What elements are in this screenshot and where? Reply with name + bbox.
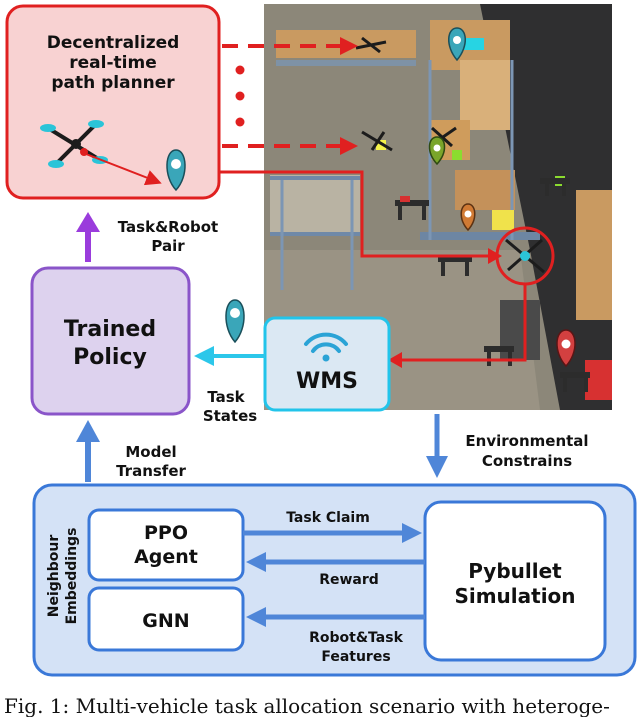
wifi-icon — [304, 332, 348, 362]
pybullet-label-line1: Pybullet — [468, 559, 562, 583]
location-pin-icon — [225, 299, 245, 344]
path-planner-label-line1: Decentralized — [47, 33, 180, 53]
pybullet-simulation-box — [423, 500, 607, 662]
task-states-line1: Task — [207, 388, 245, 406]
drone-to-wms-arrow — [400, 284, 527, 362]
planner-path-arrow — [85, 153, 162, 186]
task-robot-pair-line1: Task&Robot — [118, 218, 218, 236]
ppo-agent-label-line2: Agent — [134, 546, 198, 568]
ppo-agent-label-line1: PPO — [144, 522, 188, 544]
path-planner-box — [5, 4, 221, 200]
features-label-line2: Features — [321, 649, 390, 665]
reward-label: Reward — [319, 572, 379, 588]
wms-label: WMS — [296, 369, 358, 394]
neighbour-embeddings-line1: Neighbour — [46, 535, 62, 618]
environmental-constraints-line2: Constrains — [482, 452, 572, 470]
location-pin-icon — [428, 136, 446, 166]
trained-policy-label-line1: Trained — [64, 317, 156, 342]
task-robot-pair-line2: Pair — [151, 237, 185, 255]
location-pin-icon — [166, 149, 186, 192]
task-states-line2: States — [203, 407, 257, 425]
wms-box — [263, 316, 391, 412]
drone-icon — [355, 36, 457, 152]
location-pin-icon — [460, 203, 476, 232]
trained-policy-label-line2: Policy — [73, 345, 147, 370]
planner-dashed-arrows — [222, 37, 358, 155]
gnn-box — [87, 586, 245, 652]
task-claim-label: Task Claim — [286, 510, 370, 526]
ppo-agent-box — [87, 508, 245, 582]
path-planner-label-line2: real-time — [69, 53, 156, 73]
location-pin-icon — [556, 329, 576, 368]
location-pin-icon — [448, 27, 466, 62]
pybullet-label-line2: Simulation — [454, 584, 575, 608]
environmental-constraints-line1: Environmental — [465, 432, 588, 450]
figure-caption: Fig. 1: Multi-vehicle task allocation sc… — [4, 694, 610, 717]
drone-icon — [505, 238, 545, 274]
gnn-label: GNN — [142, 610, 189, 632]
features-label-line1: Robot&Task — [309, 630, 403, 646]
planner-to-drone-arrow — [219, 170, 490, 258]
neighbour-embeddings-line2: Embeddings — [64, 528, 80, 625]
trained-policy-box — [30, 266, 191, 416]
path-planner-label-line3: path planner — [51, 73, 175, 93]
model-transfer-line1: Model — [125, 443, 176, 461]
model-transfer-line2: Transfer — [116, 462, 186, 480]
